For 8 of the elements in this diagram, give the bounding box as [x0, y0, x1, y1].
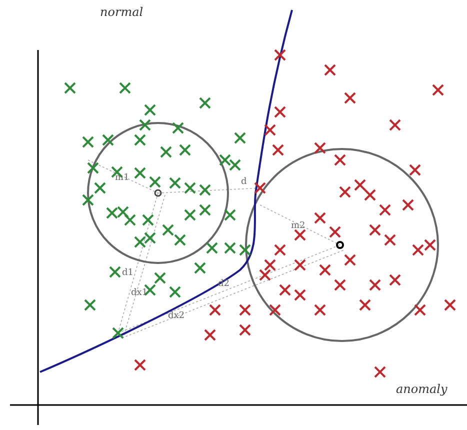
- distance-label: m2: [291, 222, 306, 231]
- distance-label: dx2: [168, 312, 185, 321]
- distance-label: d1: [122, 269, 134, 278]
- distance-label: d: [241, 178, 247, 187]
- distance-label: d2: [218, 280, 230, 289]
- distance-label: m1: [115, 174, 130, 183]
- axis-label: anomaly: [396, 383, 448, 395]
- axis-label: normal: [100, 6, 144, 18]
